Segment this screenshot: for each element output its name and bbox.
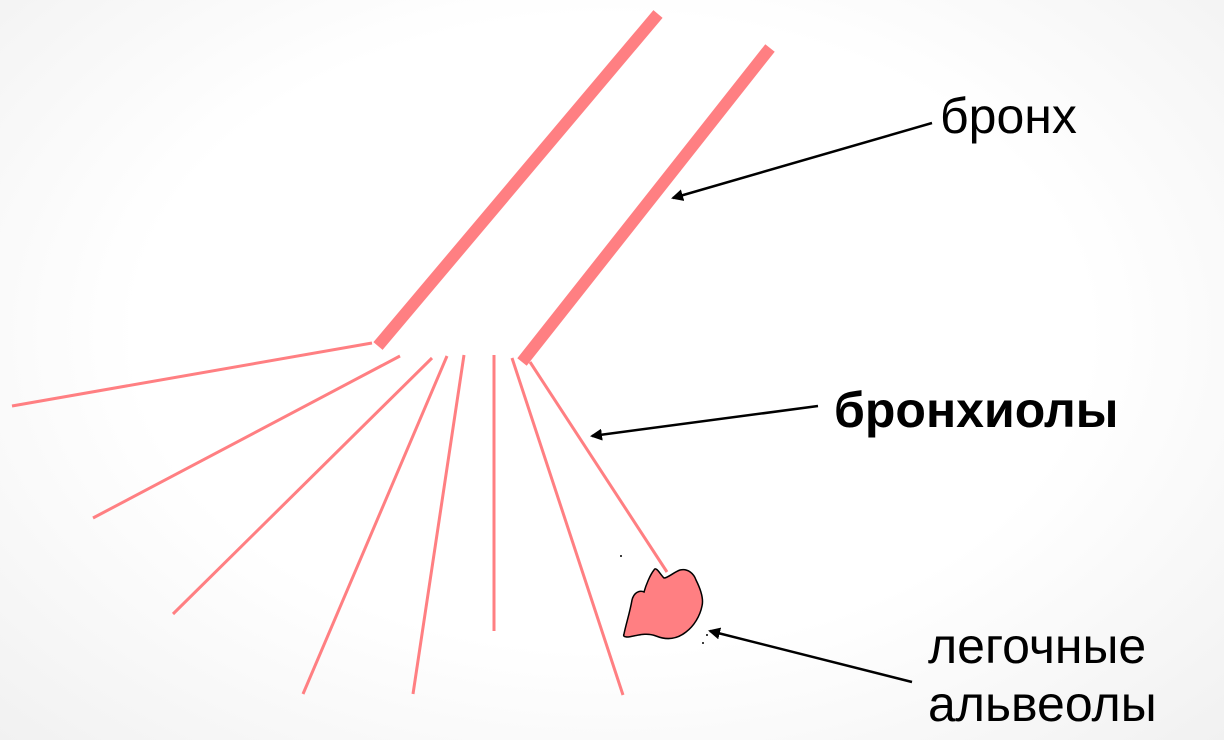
alveolus-shape [622, 568, 704, 640]
bronchioles-arrow [590, 404, 819, 441]
bronchioles-group [11, 341, 669, 696]
bronchiole-line [510, 357, 625, 696]
bronchus-label: бронх [940, 88, 1077, 144]
bronchiole-line [528, 361, 669, 573]
bronchiole-line [301, 355, 449, 695]
alveoli-label: легочные альвеолы [928, 618, 1157, 733]
dot-mark [620, 555, 622, 557]
dot-mark [702, 642, 704, 644]
bronchiole-line [411, 354, 466, 695]
bronchiole-line [11, 341, 373, 408]
alveoli-arrow [708, 627, 913, 684]
bronchioles-label: бронхиолы [834, 382, 1119, 438]
bronchus-arrow [671, 121, 933, 201]
bronchus-wall-right [517, 44, 775, 366]
alveoli-label-line-1: легочные [928, 618, 1147, 674]
alveoli-label-line-2: альвеолы [928, 675, 1157, 732]
bronchiole-line [171, 356, 434, 616]
bronchiole-line [92, 354, 401, 520]
dot-mark [706, 634, 708, 636]
bronchus-wall-left [373, 10, 663, 350]
